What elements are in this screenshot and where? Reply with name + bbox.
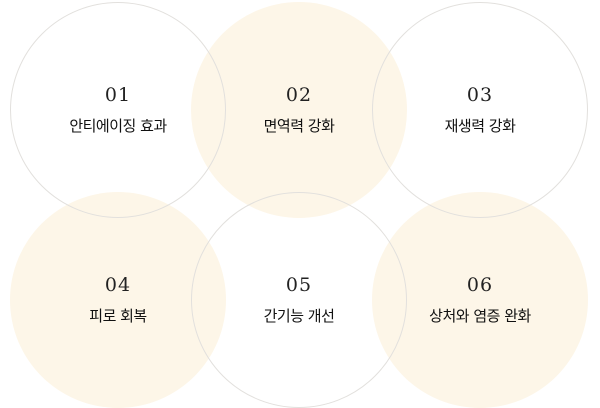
benefit-number: 03 xyxy=(466,84,494,106)
benefit-number: 01 xyxy=(104,84,132,106)
benefit-label: 피로 회복 xyxy=(89,307,147,325)
benefit-number: 05 xyxy=(285,274,313,296)
benefit-label: 안티에이징 효과 xyxy=(69,117,167,135)
benefit-circle-wound: 06 상처와 염증 완화 xyxy=(372,192,588,408)
benefit-circle-regeneration: 03 재생력 강화 xyxy=(372,2,588,218)
benefit-label: 상처와 염증 완화 xyxy=(429,307,531,325)
benefit-label: 재생력 강화 xyxy=(444,117,516,135)
benefit-circle-fatigue: 04 피로 회복 xyxy=(10,192,226,408)
benefit-label: 간기능 개선 xyxy=(263,307,335,325)
benefit-label: 면역력 강화 xyxy=(263,117,335,135)
benefit-number: 06 xyxy=(466,274,494,296)
benefit-number: 02 xyxy=(285,84,313,106)
benefit-number: 04 xyxy=(104,274,132,296)
benefit-circle-antiaging: 01 안티에이징 효과 xyxy=(10,2,226,218)
benefit-circle-immunity: 02 면역력 강화 xyxy=(191,2,407,218)
benefit-circle-liver: 05 간기능 개선 xyxy=(191,192,407,408)
